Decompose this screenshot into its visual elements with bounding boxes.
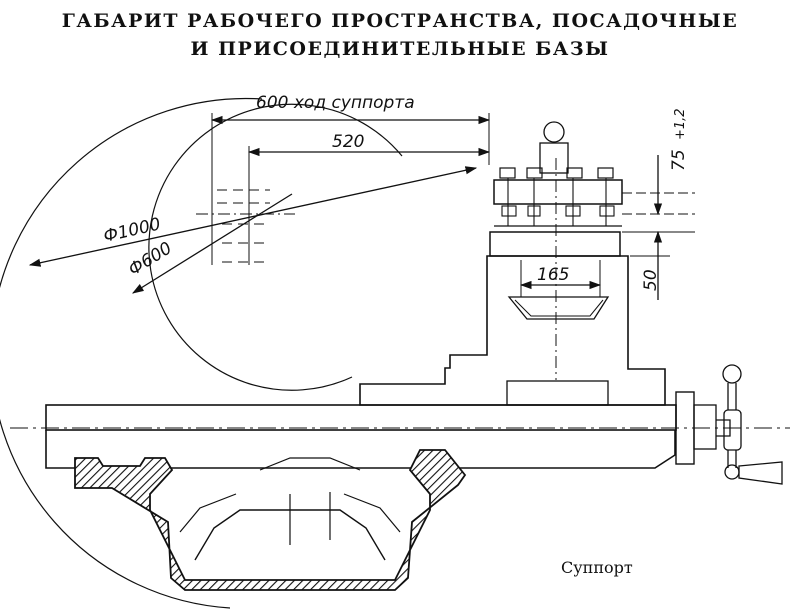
dim-600-label: 600 ход суппорта <box>256 93 415 113</box>
dovetail <box>507 296 610 320</box>
title-line-2: И ПРИСОЕДИНИТЕЛЬНЫЕ БАЗЫ <box>190 38 610 60</box>
dim-50-label: 50 <box>641 269 661 291</box>
dia-1000-line <box>28 166 478 267</box>
dia-600-label: Ф600 <box>125 238 176 280</box>
dim-75-label: 75 <box>669 149 689 171</box>
caption: Суппорт <box>561 558 633 577</box>
circle-dia-1000 <box>0 97 263 609</box>
dim-75-tolerance: +1,2 <box>673 108 688 140</box>
bed-section <box>74 449 467 591</box>
title-line-1: ГАБАРИТ РАБОЧЕГО ПРОСТРАНСТВА, ПОСАДОЧНЫ… <box>61 10 739 32</box>
dim-165-label: 165 <box>537 265 569 285</box>
dia-1000-label: Ф1000 <box>102 214 163 247</box>
dim-520-label: 520 <box>332 132 364 152</box>
